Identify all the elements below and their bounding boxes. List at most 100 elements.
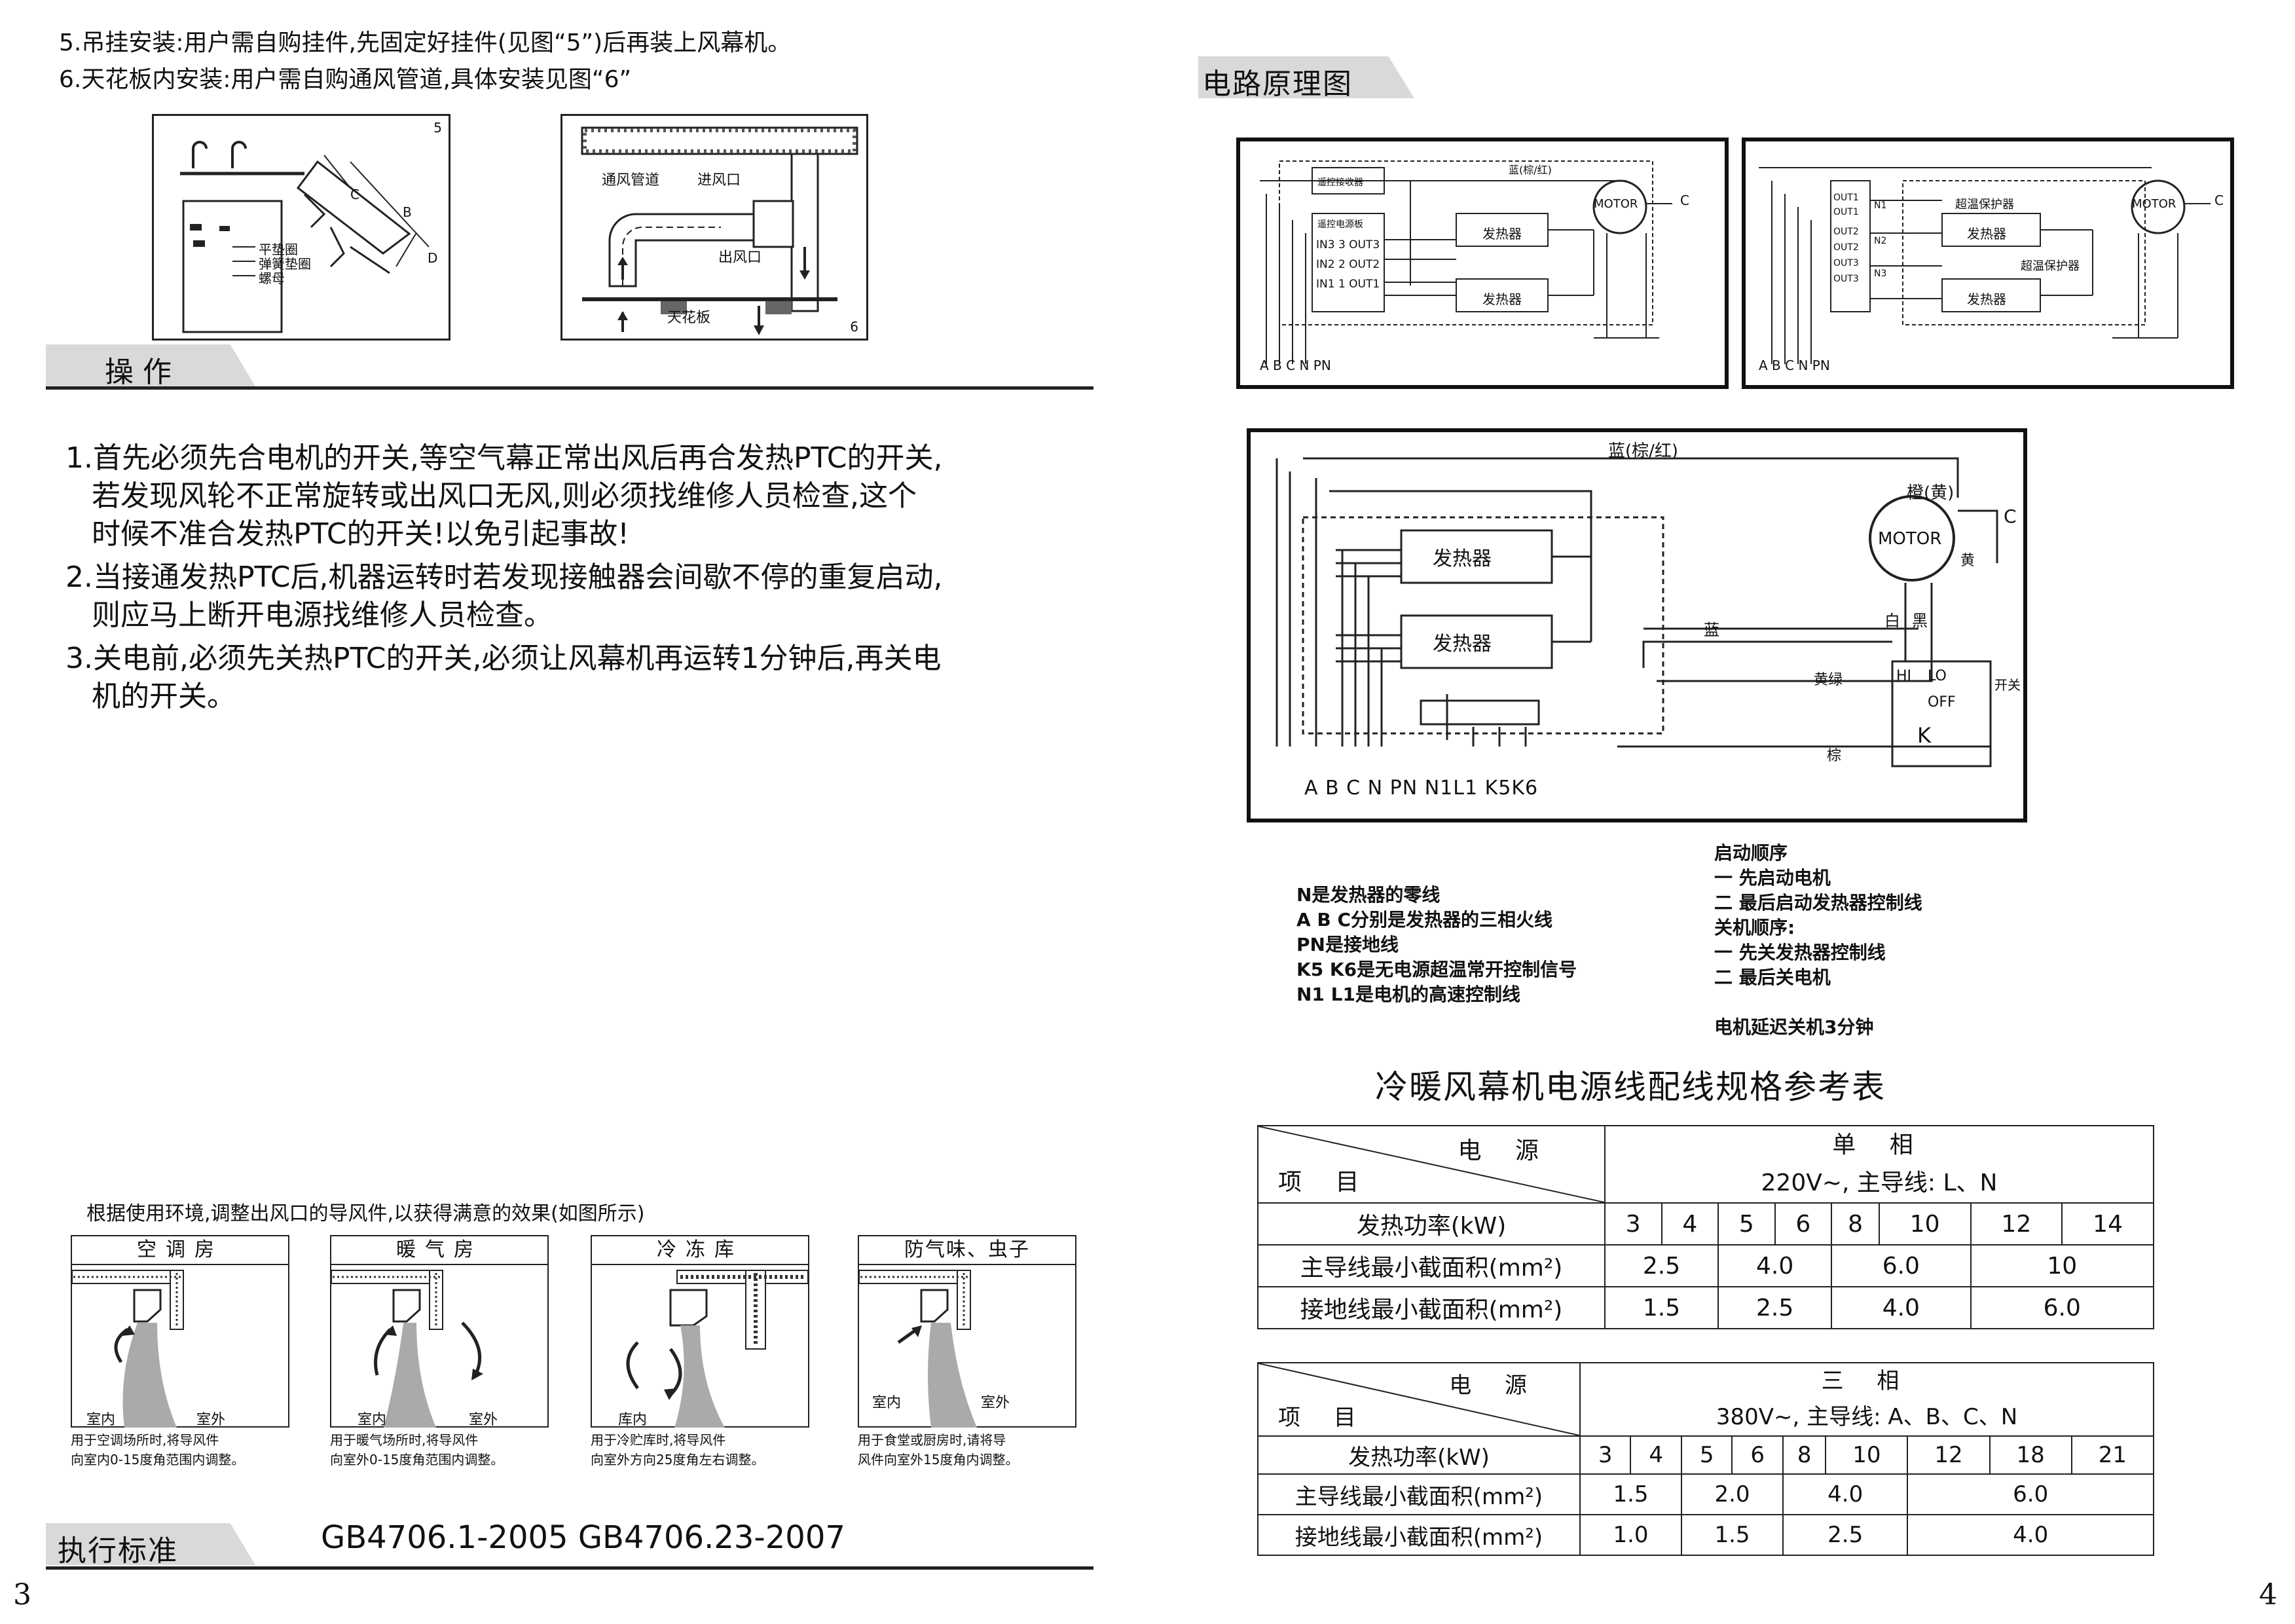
circuit-1-port-2: IN2 2 OUT2	[1316, 258, 1380, 271]
wiring-notes-right: 启动顺序 一 先启动电机 二 最后启动发热器控制线 关机顺序: 一 先关发热器控…	[1714, 841, 1922, 1040]
three-header-item: 项 目	[1278, 1405, 1369, 1431]
switch-lo: LO	[1928, 668, 1947, 684]
note-stop-2: 二 最后关电机	[1714, 967, 1831, 988]
three-power-7: 18	[1989, 1435, 2072, 1475]
three-power-4: 8	[1782, 1435, 1827, 1475]
circuit-2-out-2b: OUT2	[1833, 242, 1859, 253]
operation-item-2b: 则应马上断开电源找维修人员检查。	[92, 599, 553, 632]
three-row-ground-label: 接地线最小截面积(mm²)	[1257, 1514, 1581, 1556]
vent-odor-drawing	[859, 1270, 977, 1428]
three-power-0: 3	[1579, 1435, 1632, 1475]
single-power-1: 4	[1661, 1202, 1719, 1246]
three-supply-label: 380V~, 主导线: A、B、C、N	[1716, 1404, 2018, 1430]
three-ground-2: 2.5	[1782, 1514, 1909, 1556]
note-stop-title: 关机顺序:	[1714, 917, 1795, 938]
vent-heating-in: 室内	[358, 1412, 387, 1428]
single-power-6: 12	[1970, 1202, 2063, 1246]
circuit-2-heater-1: 发热器	[1967, 226, 2006, 242]
single-ground-3: 6.0	[1970, 1286, 2155, 1329]
dim-d: D	[428, 250, 438, 266]
vent-aircon-drawing	[72, 1270, 184, 1428]
vent-aircon-caption-2: 向室内0-15度角范围内调整。	[71, 1452, 245, 1467]
single-main-2: 6.0	[1831, 1244, 1972, 1287]
single-header-power: 电 源	[1458, 1137, 1552, 1164]
switch-hi: HI	[1896, 668, 1912, 684]
note-spacer	[1714, 990, 1922, 1015]
spec-table-title: 冷暖风幕机电源线配线规格参考表	[1375, 1068, 1886, 1106]
vent-cold-drawing	[626, 1270, 808, 1428]
three-main-3: 6.0	[1907, 1473, 2154, 1515]
switch-off: OFF	[1928, 694, 1956, 710]
figure-5: 5 C B D 平垫圈 弹簧垫圈 螺母	[152, 114, 450, 341]
circuit-3-top-wire: 蓝(棕/红)	[1608, 441, 1679, 461]
circuit-1-motor: MOTOR	[1594, 197, 1638, 211]
operation-item-1c: 时候不准合发热PTC的开关!以免引起事故!	[92, 517, 629, 551]
standard-value: GB4706.1-2005 GB4706.23-2007	[321, 1519, 845, 1556]
circuit-3-motor: MOTOR	[1878, 529, 1942, 549]
vent-cold-box: 冷冻库 库内	[591, 1235, 809, 1428]
circuit-2-terminals: A B C N PN	[1759, 358, 1830, 373]
single-phase-label: 单 相	[1832, 1132, 1926, 1158]
three-ground-0: 1.0	[1579, 1514, 1682, 1556]
note-n: N是发热器的零线	[1296, 884, 1441, 906]
operation-item-3: 3.关电前,必须先关热PTC的开关,必须让风幕机再运转1分钟后,再关电	[65, 642, 942, 675]
vent-intro: 根据使用环境,调整出风口的导风件,以获得满意的效果(如图所示)	[86, 1202, 645, 1225]
operation-divider	[46, 386, 1093, 390]
circuit-2-in-1: N1	[1874, 200, 1887, 211]
three-power-8: 21	[2070, 1435, 2155, 1475]
vent-aircon-out: 室外	[196, 1412, 226, 1428]
circuit-2-wiring	[1759, 167, 2211, 364]
three-power-5: 10	[1825, 1435, 1909, 1475]
circuit-3-heater-2: 发热器	[1433, 633, 1492, 655]
page-number-left: 3	[13, 1578, 31, 1612]
vent-heating-title: 暖气房	[331, 1236, 547, 1265]
vent-aircon-title: 空调房	[72, 1236, 288, 1265]
vent-aircon-in: 室内	[86, 1412, 116, 1428]
vent-heating-drawing	[331, 1270, 483, 1428]
three-main-1: 2.0	[1680, 1473, 1784, 1515]
operation-item-2: 2.当接通发热PTC后,机器运转时若发现接触器会间歇不停的重复启动,	[65, 561, 943, 594]
single-header-diagonal	[1258, 1126, 1604, 1202]
three-main-2: 4.0	[1782, 1473, 1909, 1515]
circuit-3-brown-wire: 棕	[1827, 748, 1842, 764]
ceiling-duct-drawing	[581, 126, 858, 335]
vent-cold-title: 冷冻库	[592, 1236, 808, 1265]
figure-6-number: 6	[850, 319, 858, 335]
vent-cold-caption-2: 向室外方向25度角左右调整。	[591, 1452, 765, 1467]
vent-odor-title: 防气味、虫子	[859, 1236, 1075, 1265]
circuit-2-in-2: N2	[1874, 236, 1887, 246]
vent-heating-caption-1: 用于暖气场所时,将导风件	[330, 1432, 479, 1448]
circuit-2-out-3b: OUT3	[1833, 274, 1859, 284]
vent-heating-caption-2: 向室外0-15度角范围内调整。	[330, 1452, 504, 1467]
spec-table-single-phase: 电 源 项 目 单 相 220V~, 主导线: L、N 发热功率(kW) 3 4…	[1257, 1125, 2155, 1329]
operation-item-3b: 机的开关。	[92, 680, 236, 713]
single-main-0: 2.5	[1604, 1244, 1719, 1287]
switch-label: 开关	[1994, 677, 2021, 693]
dim-b: B	[403, 204, 412, 220]
circuit-1-power-board: 遥控电源板	[1317, 219, 1363, 230]
three-ground-3: 4.0	[1907, 1514, 2154, 1556]
vent-heating-box: 暖气房 室内 室外	[330, 1235, 549, 1428]
note-delay: 电机延迟关机3分钟	[1714, 1016, 1874, 1038]
single-power-0: 3	[1604, 1202, 1662, 1246]
circuit-2-motor: MOTOR	[2132, 197, 2176, 211]
single-power-2: 5	[1717, 1202, 1776, 1246]
three-ground-1: 1.5	[1680, 1514, 1784, 1556]
operation-item-1b: 若发现风轮不正常旋转或出风口无风,则必须找维修人员检查,这个	[92, 479, 917, 513]
circuit-3-yellow-wire: 黄	[1960, 553, 1975, 569]
circuit-1-capacitor: C	[1680, 193, 1689, 208]
inlet-label: 进风口	[697, 172, 741, 189]
circuit-1-heater-2: 发热器	[1482, 291, 1522, 307]
circuit-section-header: 电路原理图	[1198, 56, 1414, 101]
circuit-1-terminals: A B C N PN	[1260, 358, 1331, 373]
single-main-1: 4.0	[1717, 1244, 1833, 1287]
single-power-7: 14	[2061, 1202, 2154, 1246]
circuit-2-heater-2: 发热器	[1967, 291, 2006, 307]
single-power-3: 6	[1774, 1202, 1833, 1246]
vent-odor-out: 室外	[981, 1395, 1010, 1411]
single-ground-1: 2.5	[1717, 1286, 1833, 1329]
circuit-2-out-1: OUT1	[1833, 193, 1859, 203]
circuit-1-receiver: 遥控接收器	[1317, 177, 1363, 188]
circuit-2-out-1b: OUT1	[1833, 207, 1859, 217]
note-start-1: 一 先启动电机	[1714, 867, 1831, 889]
